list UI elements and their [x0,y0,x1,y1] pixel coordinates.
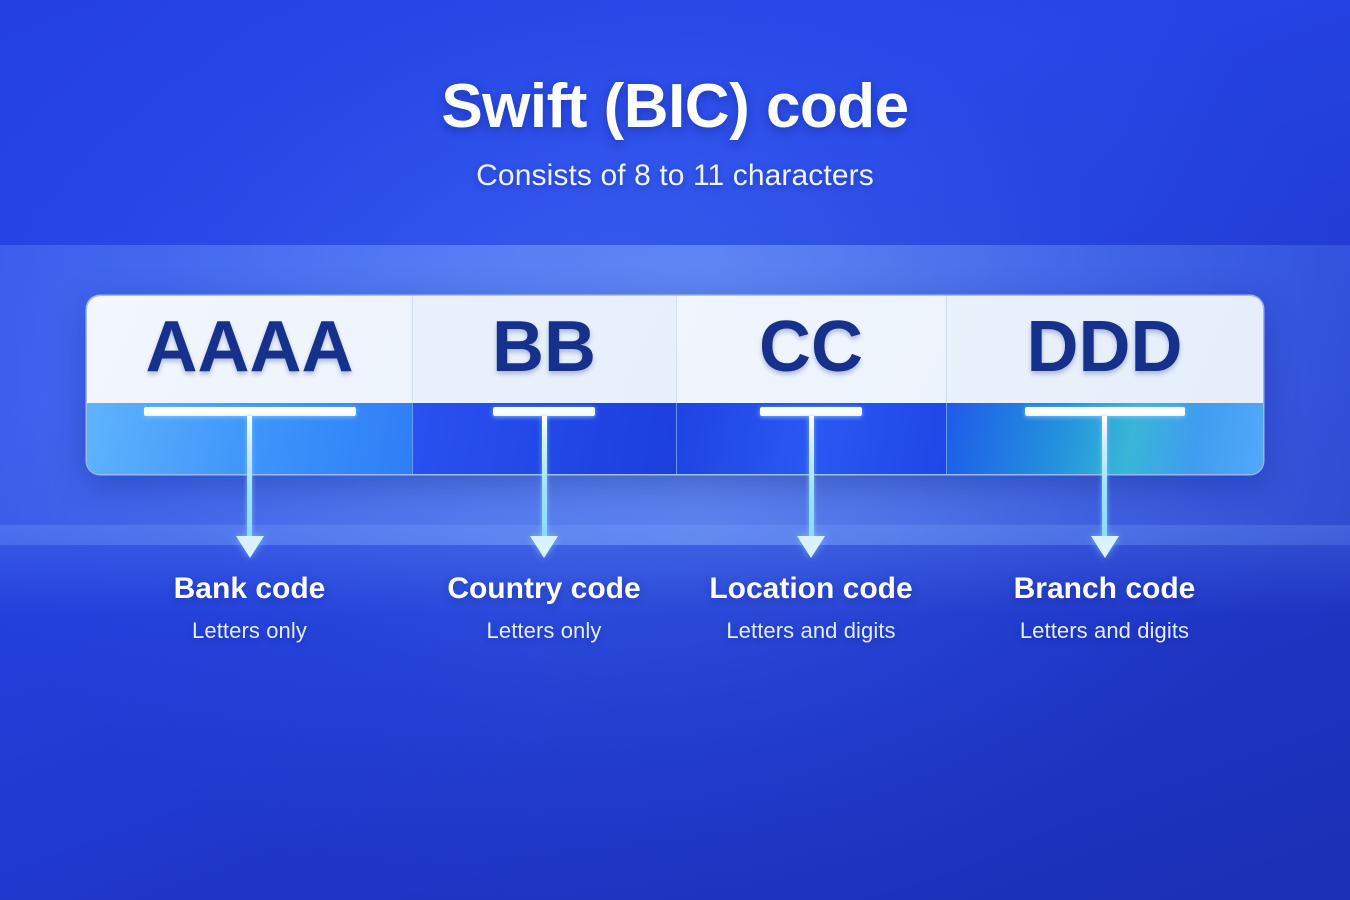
legend-item-bank: Bank code Letters only [50,572,450,644]
connector-branch-arrow-icon [1090,536,1119,558]
legend-item-branch: Branch code Letters and digits [905,572,1305,644]
legend-item-country-subtitle: Letters only [486,618,602,643]
code-segment-branch[interactable]: DDD [946,296,1263,474]
legend-item-location: Location code Letters and digits [611,572,1011,644]
code-segment-country-strip [412,403,676,474]
legend-item-branch-subtitle: Letters and digits [1019,618,1190,643]
legend-item-bank-title: Bank code [173,572,326,605]
code-segment-country-top: BB [412,296,676,403]
code-segment-location[interactable]: CC [676,296,946,474]
code-segment-branch-strip [946,403,1263,474]
legend-item-location-subtitle: Letters and digits [726,618,896,643]
connector-country-arrow-icon [530,536,558,558]
code-segment-bank-strip [87,403,412,474]
code-segment-branch-letters: DDD [1026,306,1183,387]
legend-item-bank-subtitle: Letters only [192,618,307,643]
legend-item-branch-title: Branch code [1013,572,1196,605]
code-segment-location-top: CC [676,296,946,403]
code-segment-country[interactable]: BB [412,296,676,474]
connector-bank-arrow-icon [235,536,264,558]
header: Swift (BIC) code Consists of 8 to 11 cha… [0,0,1350,193]
connector-location-arrow-icon [797,536,825,558]
code-segment-branch-top: DDD [946,296,1263,403]
legend-item-country-title: Country code [447,572,641,605]
code-segment-bank[interactable]: AAAA [87,296,412,474]
swift-code-panel: AAAA BB CC DDD [87,296,1263,474]
legend-item-country: Country code Letters only [344,572,744,644]
code-segment-country-letters: BB [492,306,596,387]
code-segment-location-letters: CC [759,306,863,387]
code-segment-location-strip [676,403,946,474]
code-segment-bank-letters: AAAA [145,306,354,387]
legend-item-location-title: Location code [709,572,913,605]
page-title: Swift (BIC) code [441,72,909,141]
page-subtitle: Consists of 8 to 11 characters [476,159,874,193]
code-segment-bank-top: AAAA [87,296,412,403]
